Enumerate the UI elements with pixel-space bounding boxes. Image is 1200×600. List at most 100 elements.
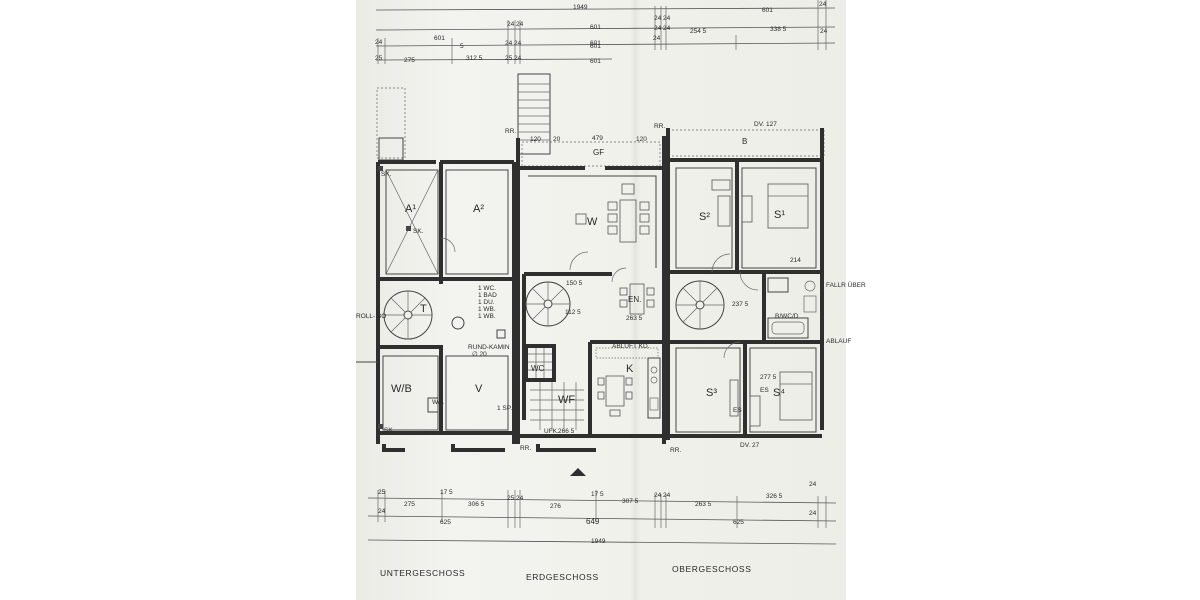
label-abluft: ABLUFT KD. — [612, 343, 650, 350]
dim-bottom-649: 649 — [586, 517, 600, 526]
eg-wc-walls — [524, 344, 556, 382]
dim-top-2424d: 24 24 — [654, 25, 671, 32]
room-label-s2: S² — [699, 211, 710, 223]
label-rr-2: RR. — [520, 445, 531, 452]
room-s3-outline — [675, 347, 741, 433]
label-ufk: UFK. — [544, 428, 559, 435]
wa-box — [427, 397, 439, 413]
wf-hatch — [530, 382, 584, 430]
dim-top-2545: 254 5 — [690, 28, 707, 35]
fixture-wc: 1 WC. — [478, 285, 496, 292]
fixture-list: 1 WC. 1 BAD 1 DU. 1 WB. 1 WB. — [478, 285, 497, 320]
label-fallr: FALLR ÜBER — [826, 281, 866, 289]
room-label-v: V — [475, 383, 483, 395]
fixture-wb-2: 1 WB. — [478, 313, 496, 320]
label-rund-kamin: RUND-KAMIN — [468, 344, 510, 351]
og-door-swing-1 — [711, 253, 731, 273]
room-label-es2: ES — [760, 387, 769, 394]
dim-top-24d: 24 — [820, 28, 828, 35]
dim-bottom-2524: 25 24 — [507, 495, 524, 502]
dim-bottom-175a: 17 5 — [440, 489, 453, 496]
dim-bottom-2635: 263 5 — [695, 501, 712, 508]
caption-untergeschoss: UNTERGESCHOSS — [380, 568, 465, 578]
sk-marker-2 — [378, 166, 383, 171]
dining-set — [575, 183, 650, 243]
label-rr-1: RR. — [505, 128, 516, 135]
room-a1-outline — [385, 169, 439, 275]
dim-bottom-24b: 24 — [378, 508, 386, 515]
label-wa: WA. — [432, 399, 444, 406]
dim-bottom-3075: 307 5 — [622, 498, 639, 505]
label-2775: 277 5 — [760, 374, 777, 381]
dim-top-601d: 601 — [590, 40, 601, 47]
dim-line-top-2 — [375, 26, 836, 31]
sk-marker-1 — [406, 226, 411, 231]
kitchen-vent-hatch — [595, 347, 659, 359]
dim-top-3385: 338 5 — [770, 26, 787, 33]
dim-top-24c: 24 — [653, 35, 661, 42]
dim-bottom-625a: 625 — [440, 519, 451, 526]
room-label-k: K — [626, 363, 634, 375]
dim-line-top-1 — [375, 7, 836, 11]
dim-top-24b: 24 — [375, 39, 383, 46]
dim-line-top-4 — [375, 58, 613, 61]
obergeschoss-plan: S² S¹ S³ S⁴ B/WC/D ES ES B DV. 127 DV. 2… — [654, 121, 866, 454]
dim-top-2524: 25 24 — [505, 55, 522, 62]
dim-bottom-3265: 326 5 — [766, 493, 783, 500]
eg-foot — [536, 444, 596, 452]
label-2665: 266 5 — [558, 428, 575, 435]
label-1sp: 1 SP. — [497, 405, 512, 412]
label-rr-4: RR. — [670, 447, 681, 454]
label-214: 214 — [790, 257, 801, 264]
top-dimensions: 1949 24 24 601 24 601 24 24 601 24 24 60… — [375, 0, 836, 65]
dim-top-25: 25 — [375, 55, 383, 62]
label-rr-3: RR. — [654, 123, 665, 130]
kitchen-counter — [647, 357, 661, 419]
wc-hatch — [528, 348, 552, 378]
dim-line-bottom-1 — [367, 497, 837, 504]
label-479: 479 — [592, 135, 603, 142]
en-table — [619, 283, 655, 315]
dim-top-2424b: 24 24 — [507, 21, 524, 28]
label-sk-1: SK. — [413, 228, 424, 235]
dim-bottom-275a: 275 — [404, 501, 415, 508]
label-dv-top: DV. 127 — [754, 121, 777, 128]
fixture-bad: 1 BAD — [478, 292, 497, 299]
label-2635: 263 5 — [626, 315, 643, 322]
room-label-wf: WF — [558, 394, 575, 406]
eg-terrace-top — [521, 141, 661, 167]
dim-top-2424a: 24 24 — [654, 15, 671, 22]
lightwell-grate — [378, 137, 404, 161]
room-label-s4: S⁴ — [773, 387, 785, 399]
entry-triangle — [570, 468, 586, 476]
room-label-t: T — [420, 303, 427, 315]
room-wb-outline — [382, 355, 439, 431]
eg-door-swing-2 — [611, 267, 627, 283]
og-bath — [767, 277, 817, 339]
room-s4-outline — [749, 347, 817, 433]
room-label-wb: W/B — [391, 383, 412, 395]
dim-top-601c: 601 — [434, 35, 445, 42]
room-label-s1: S¹ — [774, 209, 785, 221]
room-v-outline — [445, 355, 509, 431]
label-120a: 120 — [530, 136, 541, 143]
sk-marker-3 — [378, 424, 383, 429]
diag-a1-2 — [385, 169, 439, 275]
caption-obergeschoss: OBERGESCHOSS — [672, 564, 751, 574]
dim-bottom-276: 276 — [550, 503, 561, 510]
dim-top-1949: 1949 — [573, 4, 588, 11]
fixture-wb-1: 1 WB. — [478, 306, 496, 313]
kamin-box — [496, 329, 506, 339]
dim-top-601f: 601 — [590, 58, 601, 65]
dim-bottom-625b: 625 — [733, 519, 744, 526]
room-label-a2: A² — [473, 203, 484, 215]
fixture-du: 1 DU. — [478, 299, 495, 306]
og-furniture — [711, 179, 813, 427]
eg-living-outline — [528, 175, 657, 268]
dim-bottom-1949: 1949 — [591, 538, 606, 545]
caption-erdgeschoss: ERDGESCHOSS — [526, 572, 599, 582]
og-door-swing-3 — [723, 341, 741, 359]
dim-line-bottom-2 — [367, 515, 837, 522]
door-swing-a2 — [440, 237, 456, 253]
